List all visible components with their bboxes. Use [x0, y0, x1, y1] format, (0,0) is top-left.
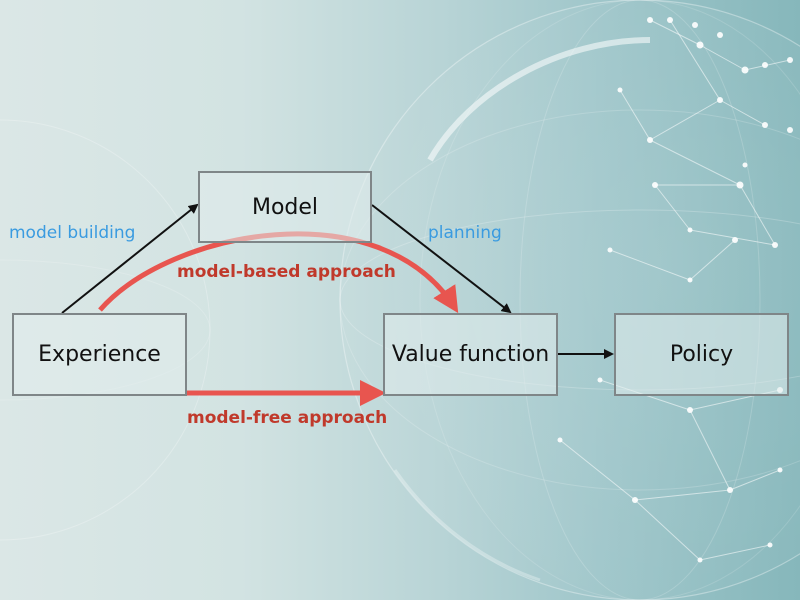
- experience-node-label: Experience: [38, 342, 161, 367]
- value-function-node-label: Value function: [391, 342, 550, 367]
- experience-node: Experience: [12, 313, 187, 396]
- model-free-approach-label: model-free approach: [187, 408, 388, 428]
- arrow-model-to-value-function: [371, 204, 512, 314]
- model-node: Model: [198, 171, 372, 243]
- model-building-label: model building: [9, 223, 136, 243]
- model-based-approach-label: model-based approach: [177, 262, 396, 282]
- planning-label: planning: [428, 223, 502, 243]
- policy-node-label: Policy: [669, 342, 734, 367]
- value-function-node: Value function: [383, 313, 558, 396]
- arrow-experience-to-model: [61, 203, 199, 314]
- policy-node: Policy: [614, 313, 789, 396]
- model-node-label: Model: [251, 194, 319, 220]
